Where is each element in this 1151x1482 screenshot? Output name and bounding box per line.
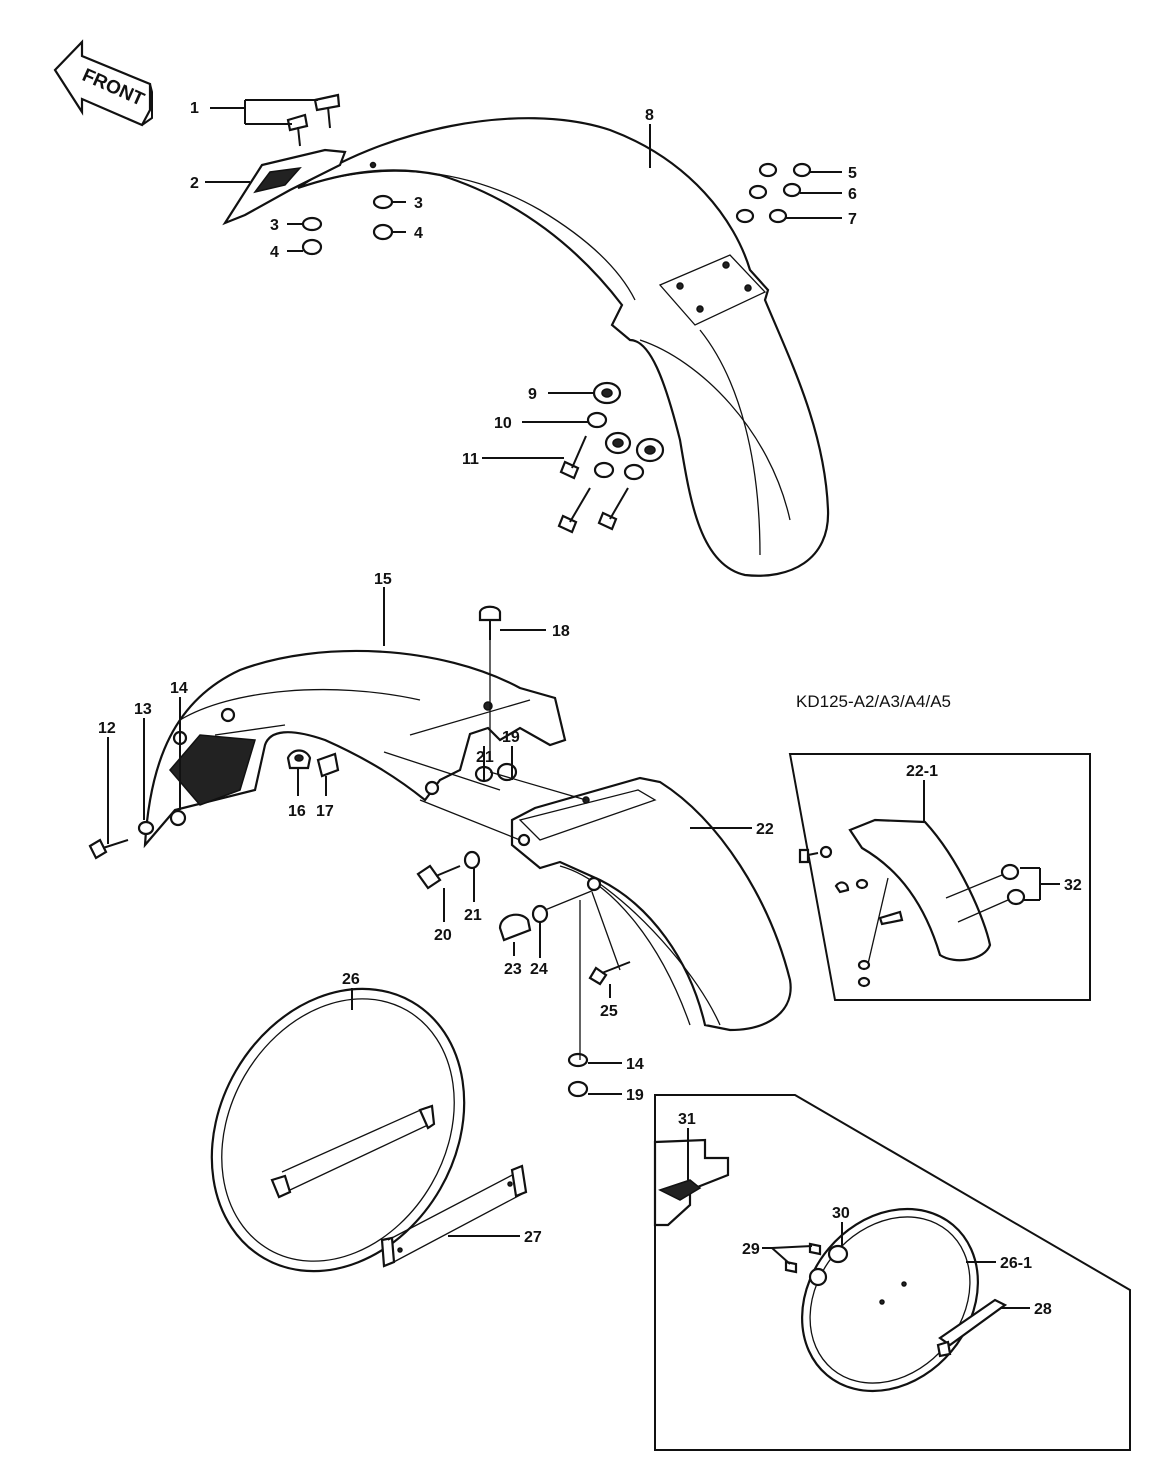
callout-label: 26: [342, 971, 360, 988]
callout-label: 16: [288, 803, 306, 820]
callout-label: 3: [414, 195, 423, 212]
callout-label: 4: [414, 225, 423, 242]
front-mount-hardware: [557, 381, 665, 534]
rear-mount-hardware: [416, 850, 631, 1098]
callout-label: 30: [832, 1205, 850, 1222]
callout-label: 22: [756, 821, 774, 838]
callout-label: 28: [1034, 1301, 1052, 1318]
front-bolts: [286, 93, 341, 147]
callout-label: 8: [645, 107, 654, 124]
callout-label: 9: [528, 386, 537, 403]
rear-fender-alt: [510, 776, 792, 1032]
callout-label: 1: [190, 100, 199, 117]
callout-labels: 1 2 3 3 4 4 5 6 7 8 9 10 11 12 13 14 15 …: [98, 100, 1082, 1318]
callout-label: 14: [626, 1056, 644, 1073]
callout-label: 19: [626, 1087, 644, 1104]
callout-label: 14: [170, 680, 188, 697]
callout-label: 15: [374, 571, 392, 588]
rear-fender: [143, 649, 567, 849]
callout-label: 17: [316, 803, 334, 820]
callout-label: 13: [134, 701, 152, 718]
callout-label: 31: [678, 1111, 696, 1128]
front-arrow: FRONT: [53, 39, 153, 127]
callout-label: 4: [270, 244, 279, 261]
callout-label: 19: [502, 729, 520, 746]
callout-label: 12: [98, 720, 116, 737]
number-plate: [210, 987, 466, 1273]
callout-label: 2: [190, 175, 199, 192]
callout-label: 5: [848, 165, 857, 182]
callout-label: 29: [742, 1241, 760, 1258]
callout-label: 32: [1064, 877, 1082, 894]
callout-label: 27: [524, 1229, 542, 1246]
callout-label: 21: [464, 907, 482, 924]
reference-lines: [383, 640, 621, 1060]
leader-lines: [107, 99, 1060, 1309]
callout-label: 10: [494, 415, 512, 432]
number-plate-strap: [380, 1164, 528, 1268]
front-fender: [297, 117, 830, 577]
callout-label: 11: [462, 451, 479, 468]
inset-22-1: [788, 753, 1091, 1001]
callout-label: 21: [476, 749, 494, 766]
inset-26-1: [653, 1094, 1131, 1451]
callout-label: 22-1: [906, 763, 938, 780]
callout-label: 26-1: [1000, 1255, 1032, 1272]
rear-fender-hardware: [88, 605, 518, 860]
callout-label: 7: [848, 211, 857, 228]
model-variant-text: KD125-A2/A3/A4/A5: [796, 692, 951, 711]
callout-label: 6: [848, 186, 857, 203]
callout-label: 18: [552, 623, 570, 640]
callout-label: 3: [270, 217, 279, 234]
callout-label: 24: [530, 961, 548, 978]
front-fender-brace: [222, 148, 347, 226]
callout-label: 20: [434, 927, 452, 944]
callout-label: 25: [600, 1003, 618, 1020]
callout-label: 23: [504, 961, 522, 978]
